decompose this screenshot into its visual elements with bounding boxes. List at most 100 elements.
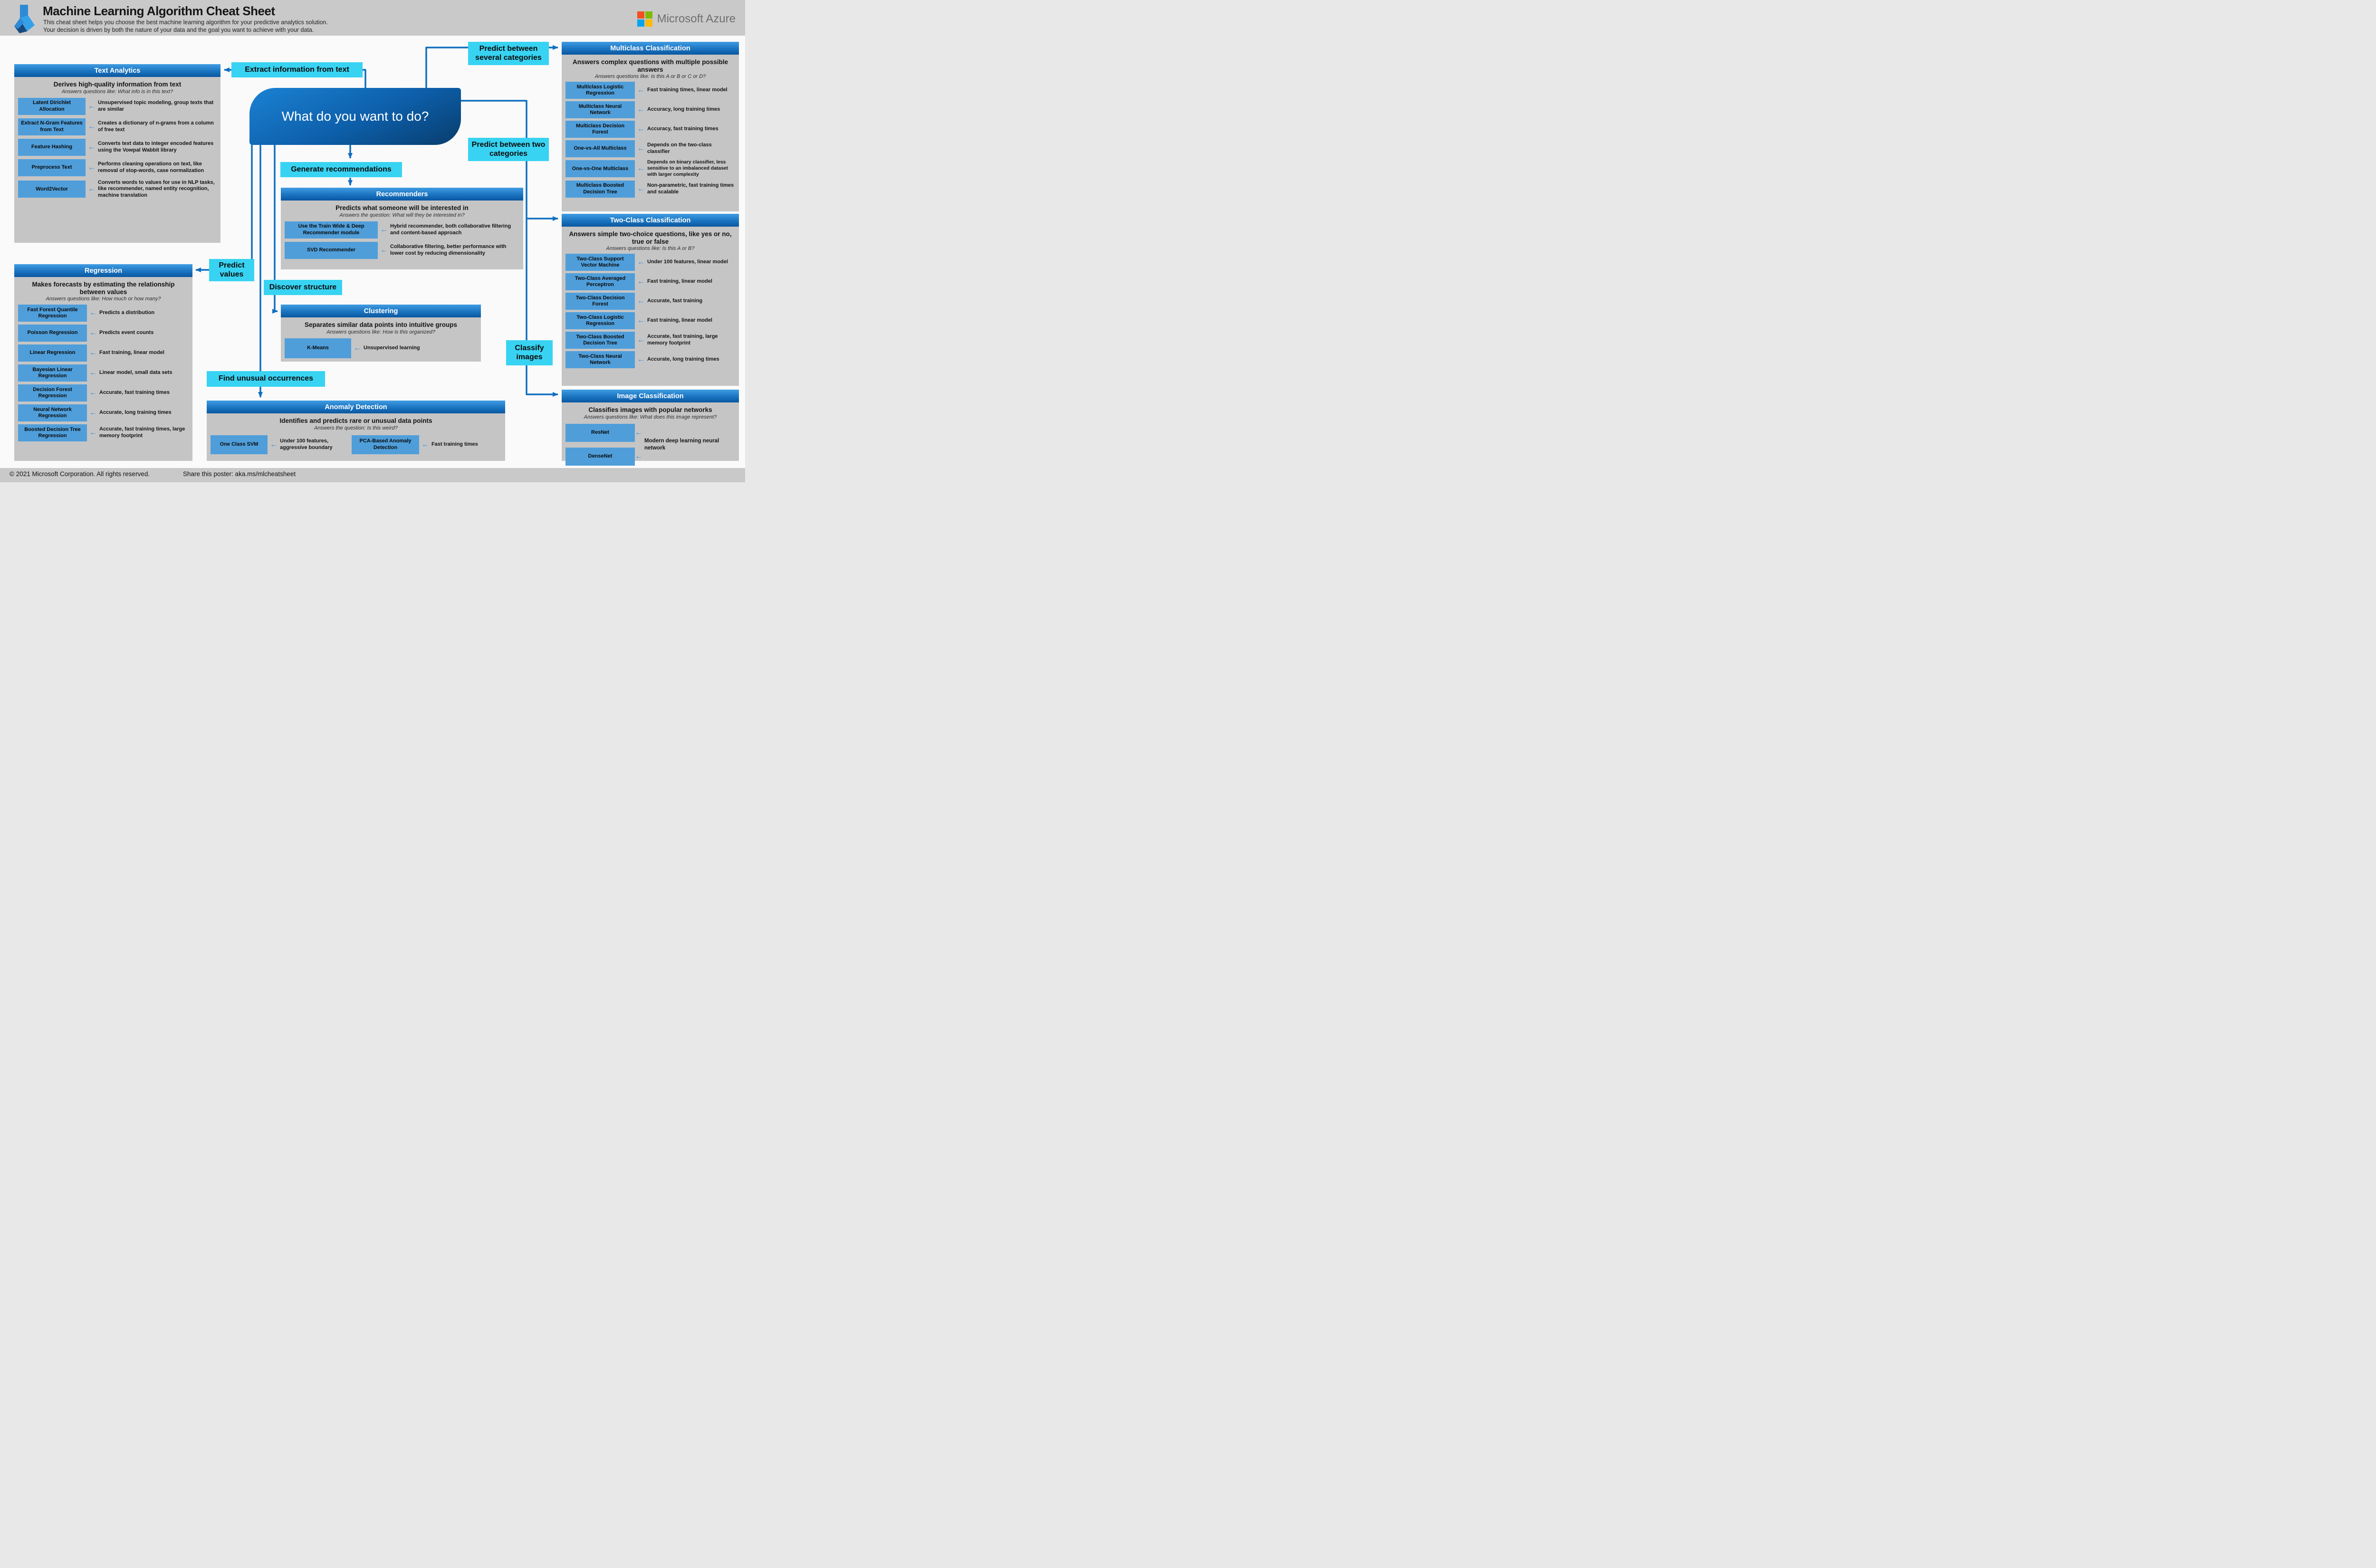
panel-heading: Separates similar data points into intui… [304,321,458,328]
algorithm-row: Multiclass Boosted Decision Tree ← Non-p… [565,180,735,198]
panel-heading: Identifies and predicts rare or unusual … [279,417,432,424]
algorithm-desc: Linear model, small data sets [99,370,172,376]
algorithm-desc: Fast training times [431,441,478,447]
algorithm-desc: Accurate, long training times [647,356,719,363]
algorithm-desc: Collaborative filtering, better performa… [390,243,507,256]
algorithm-box: SVD Recommender [285,241,378,259]
algorithm-desc: Depends on the two-class classifier [647,142,712,155]
algorithm-desc: Non-parametric, fast training times and … [647,182,734,195]
algorithm-row: Decision Forest Regression ← Accurate, f… [18,384,189,402]
left-arrow-icon: ← [637,184,645,193]
panel-anomaly-detection: Anomaly Detection Identifies and predict… [207,401,505,461]
algorithm-row: Feature Hashing ← Converts text data to … [18,138,217,156]
panel-title: Recommenders [281,188,523,201]
panel-subheading: Answers the question: What will they be … [339,212,465,218]
panel-heading: Answers complex questions with multiple … [572,58,728,73]
left-arrow-icon: ← [89,349,97,357]
algorithm-desc: Fast training, linear model [647,317,712,324]
left-arrow-icon: ← [637,355,645,364]
algorithm-box: Two-Class Neural Network [565,351,635,369]
algorithm-box: Multiclass Decision Forest [565,121,635,138]
algorithm-box: Preprocess Text [18,159,86,176]
algorithm-box: Multiclass Logistic Regression [565,82,635,99]
panel-two-class-classification: Two-Class Classification Answers simple … [562,214,739,386]
algorithm-desc: Predicts event counts [99,330,154,336]
label-extract-information-from-text: Extract information from text [231,62,363,77]
algorithm-row: Two-Class Decision Forest ← Accurate, fa… [565,293,735,310]
algorithm-desc: Under 100 features, linear model [647,259,728,265]
algorithm-desc: Under 100 features, aggressive boundary [280,438,333,450]
algorithm-desc: Accuracy, fast training times [647,126,719,132]
algorithm-box: Use the Train Wide & Deep Recommender mo… [285,221,378,239]
label-discover-structure: Discover structure [264,280,342,295]
left-arrow-icon: ← [88,102,96,110]
algorithm-box: Boosted Decision Tree Regression [18,424,87,442]
algorithm-box: One-vs-All Multiclass [565,140,635,158]
algorithm-desc: Accurate, long training times [99,410,172,416]
panel-title: Multiclass Classification [562,42,739,55]
algorithm-desc: Fast training, linear model [647,278,712,285]
algorithm-box: Multiclass Boosted Decision Tree [565,180,635,198]
algorithm-row: Neural Network Regression ← Accurate, lo… [18,404,189,422]
left-arrow-icon: ← [89,429,97,437]
left-arrow-icon: ← [637,277,645,286]
panel-subheading: Answers questions like: Is this A or B? [606,246,695,252]
poster-subtitle-line2: Your decision is driven by both the natu… [43,27,314,33]
left-arrow-icon: ← [637,144,645,153]
algorithm-desc: Fast training, linear model [99,350,164,356]
algorithm-desc: Creates a dictionary of n-grams from a c… [98,120,214,133]
left-arrow-icon: ← [635,452,642,460]
algorithm-box: One-vs-One Multiclass [565,160,635,178]
label-predict-between-several-categories: Predict between several categories [468,42,549,65]
algorithm-desc: Performs cleaning operations on text, li… [98,161,204,173]
algorithm-desc: Hybrid recommender, both collaborative f… [390,223,511,236]
left-arrow-icon: ← [637,105,645,114]
poster-canvas: Machine Learning Algorithm Cheat Sheet T… [0,0,745,482]
left-arrow-icon: ← [88,163,96,172]
left-arrow-icon: ← [637,258,645,267]
left-arrow-icon: ← [422,440,429,449]
algorithm-box: Feature Hashing [18,138,86,156]
panel-multiclass-classification: Multiclass Classification Answers comple… [562,42,739,211]
algorithm-row: Multiclass Decision Forest ← Accuracy, f… [565,121,735,138]
algorithm-box: Two-Class Decision Forest [565,293,635,310]
wire-clustering [272,144,278,314]
left-arrow-icon: ← [89,389,97,397]
algorithm-row: Latent Dirichlet Allocation ← Unsupervis… [18,97,217,115]
algorithm-desc: Accurate, fast training [647,298,703,304]
algorithm-row: One-vs-All Multiclass ← Depends on the t… [565,140,735,158]
label-classify-images: Classify images [506,340,553,365]
panel-subheading: Answers questions like: What does this i… [584,414,717,420]
algorithm-row: Two-Class Neural Network ← Accurate, lon… [565,351,735,369]
algorithm-desc: Unsupervised topic modeling, group texts… [98,99,214,112]
header-band: Machine Learning Algorithm Cheat Sheet T… [0,0,745,36]
algorithm-box: K-Means [285,338,351,358]
panel-title: Anomaly Detection [207,401,505,413]
panel-heading: Makes forecasts by estimating the relati… [32,281,175,296]
algorithm-box: Neural Network Regression [18,404,87,422]
algorithm-row: Two-Class Logistic Regression ← Fast tra… [565,312,735,330]
label-find-unusual-occurrences: Find unusual occurrences [207,371,325,387]
algorithm-desc: Accurate, fast training, large memory fo… [647,334,718,346]
algorithm-grid: ResNet ← Modern deep learning neural net… [565,423,735,466]
panel-subheading: Answers questions like: What info is in … [61,88,173,95]
algorithm-row: Fast Forest Quantile Regression ← Predic… [18,305,189,322]
algorithm-row: Boosted Decision Tree Regression ← Accur… [18,424,189,442]
algorithm-row: One Class SVM ← Under 100 features, aggr… [211,435,501,454]
algorithm-box: Bayesian Linear Regression [18,364,87,382]
label-predict-values: Predict values [209,259,254,281]
copyright-text: © 2021 Microsoft Corporation. All rights… [10,470,150,478]
algorithm-row: Word2Vector ← Converts words to values f… [18,180,217,199]
algorithm-desc: Converts text data to integer encoded fe… [98,140,214,153]
left-arrow-icon: ← [380,225,388,234]
brand-name: Microsoft Azure [657,12,736,25]
algorithm-box: ResNet [565,423,635,442]
algorithm-desc: Unsupervised learning [364,344,420,351]
algorithm-row: Multiclass Neural Network ← Accuracy, lo… [565,101,735,119]
algorithm-row: Two-Class Support Vector Machine ← Under… [565,254,735,271]
panel-title: Regression [14,264,192,277]
left-arrow-icon: ← [88,122,96,131]
left-arrow-icon: ← [88,143,96,151]
footer-band [0,468,745,482]
left-arrow-icon: ← [89,329,97,337]
